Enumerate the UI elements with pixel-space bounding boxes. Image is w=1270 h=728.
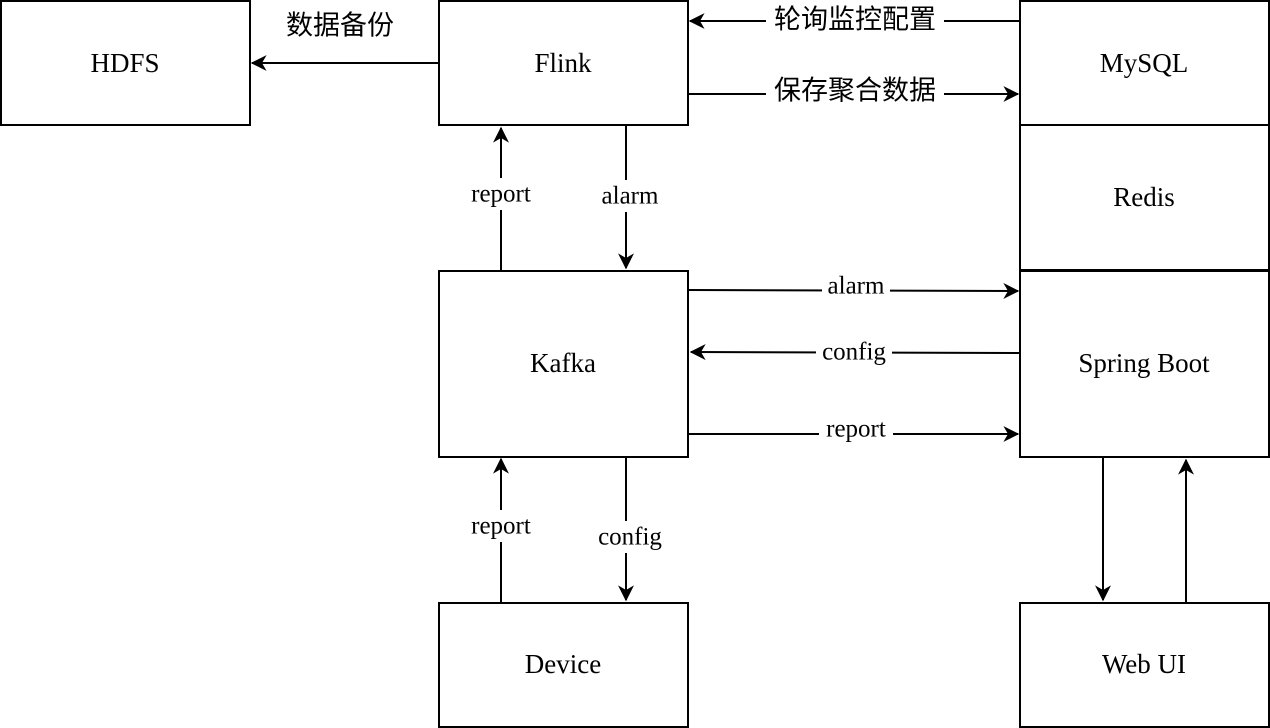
node-kafka: Kafka <box>438 270 689 458</box>
edge-label-spring-to-kafka-config: config <box>822 339 886 366</box>
node-device-label: Device <box>525 649 601 679</box>
node-flink: Flink <box>438 0 689 126</box>
node-web-ui-label: Web UI <box>1102 649 1186 679</box>
edge-label-device-to-kafka: report <box>471 513 531 540</box>
node-spring-boot: Spring Boot <box>1019 270 1270 458</box>
edge-label-kafka-to-flink: report <box>471 181 531 208</box>
edge-label-kafka-to-spring-alarm: alarm <box>828 273 885 300</box>
node-device: Device <box>438 602 689 728</box>
node-redis: Redis <box>1019 124 1270 271</box>
node-mysql-label: MySQL <box>1100 48 1189 78</box>
edge-label-kafka-to-device: config <box>598 524 662 551</box>
edge-label-mysql-to-flink: 轮询监控配置 <box>774 5 936 36</box>
node-flink-label: Flink <box>534 48 592 78</box>
edge-label-kafka-to-spring-report: report <box>826 416 886 443</box>
node-redis-label: Redis <box>1113 182 1175 212</box>
node-mysql: MySQL <box>1019 0 1270 126</box>
node-web-ui: Web UI <box>1019 602 1270 728</box>
node-spring-boot-label: Spring Boot <box>1078 348 1210 378</box>
edge-label-flink-to-kafka: alarm <box>602 183 659 210</box>
node-hdfs-label: HDFS <box>90 48 159 78</box>
edge-label-flink-to-mysql: 保存聚合数据 <box>774 76 936 107</box>
node-kafka-label: Kafka <box>530 348 596 378</box>
edge-label-flink-to-hdfs: 数据备份 <box>286 11 394 42</box>
node-hdfs: HDFS <box>0 0 251 126</box>
